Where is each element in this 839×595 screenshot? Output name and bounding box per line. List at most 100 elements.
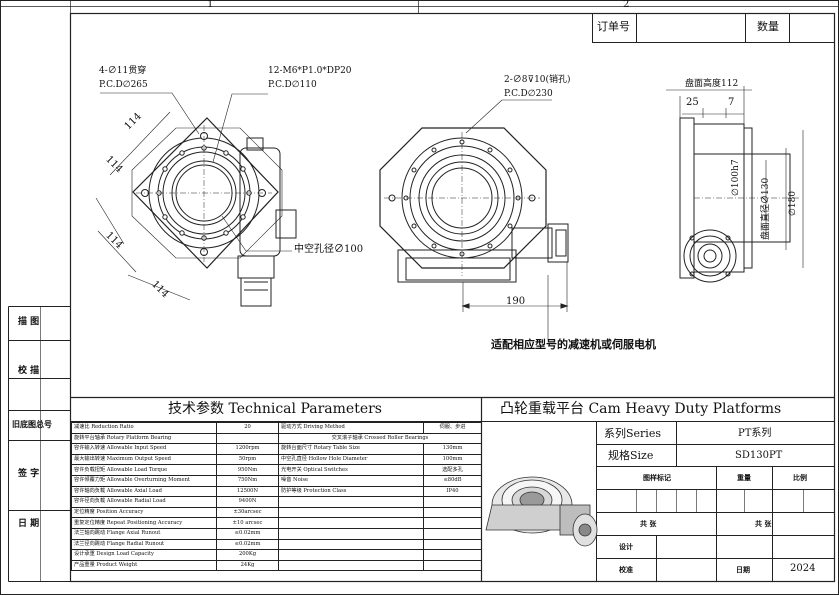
spec-cell: 容许径向负载 Allowable Radial Load [71,496,217,508]
spec-cell: 200Kg [216,549,279,561]
weight-label: 重量 [737,473,751,482]
year: 2024 [790,563,816,574]
spec-cell [423,527,482,540]
total-sheets-a: 共 张 [640,519,657,528]
series-label: 系列Series [604,427,661,440]
thread-callout-line1: 12-M6*P1.0*DP20 [268,66,352,76]
spec-cell: IP40 [423,485,482,498]
left-check: 校 描 [18,366,40,376]
left-sign: 签 字 [18,469,40,479]
spec-cell [278,527,424,540]
total-sheets-b: 共 张 [755,519,772,528]
dim-25: 25 [686,97,699,108]
spec-row: 定位精度 Position Accuracy±30arcsec [71,506,482,519]
spec-cell: 噪音 Noise [278,474,424,487]
left-old-number: 旧底图总号 [12,419,52,429]
spec-cell [278,559,424,572]
front-view-drawing [379,99,569,340]
quantity-label: 数量 [757,20,779,33]
spec-cell [278,538,424,551]
side-view-drawing [666,86,804,283]
spec-cell: 伺服、步进 [423,422,482,434]
size-value: SD130PT [735,450,783,461]
series-value: PT系列 [738,428,772,439]
pin-callout-line1: 2-∅8⊽10(销孔) [504,75,571,85]
spec-cell: 设计承重 Design Load Capacity [71,549,217,561]
spec-cell: 950Nm [216,464,279,476]
spec-cell: 光电开关 Optical Switches [278,464,424,476]
left-date: 日 期 [18,519,40,529]
left-draw: 描 图 [18,317,40,327]
adapter-note: 适配相应型号的减速机或伺服电机 [491,338,656,351]
date-label: 日期 [736,565,750,574]
spec-cell [278,506,424,519]
spec-cell: ±10 arcsec [216,517,279,529]
product-render [485,476,598,547]
spec-cell: 9400N [216,496,279,508]
spec-cell: 法兰轴向跳动 Flange Axial Runout [71,527,217,540]
spec-cell [423,538,482,551]
spec-cell: ≤0.02mm [216,538,279,551]
spec-cell: 1200rpm [216,443,279,455]
spec-cell [216,432,279,445]
spec-cell: 减速比 Reduction Ratio [71,422,217,434]
spec-cell: 旋转台面尺寸 Rotary Table Size [278,443,424,455]
dim-190: 190 [506,296,526,307]
drawing-frame [69,12,836,583]
spec-cell: 选配多孔 [423,464,482,476]
top-view-drawing [95,92,297,307]
spec-cell: 交叉滚子轴承 Crossed Roller Bearings [278,432,482,445]
spec-cell: 100mm [423,453,482,466]
spec-cell: 24Kg [216,559,279,572]
spec-cell [423,559,482,572]
spec-cell: ±30arcsec [216,506,279,519]
design-label: 设计 [619,542,633,551]
spec-cell: ≤0.02mm [216,527,279,540]
pin-callout-line2: P.C.D∅230 [504,89,553,99]
check-label: 校准 [619,565,633,574]
spec-cell: 中空孔直径 Hollow Hole Diameter [278,453,424,466]
spec-cell: 定位精度 Position Accuracy [71,506,217,519]
table-height-dim: 盘面高度112 [685,79,739,89]
dim-7: 7 [728,97,735,108]
spec-cell [278,496,424,508]
spec-cell: 12500N [216,485,279,498]
spec-title: 技术参数 Technical Parameters [168,401,382,417]
spec-cell: 容许负载扭矩 Allowable Load Torque [71,464,217,476]
spec-cell: ≤80dB [423,474,482,487]
frame-col-2: 2 [623,0,630,10]
hollow-diameter-callout: 中空孔径∅100 [294,244,364,255]
order-table [592,13,835,43]
spec-cell: 产品重量 Product Weight [71,559,217,572]
ratio-label: 比例 [793,473,807,482]
spec-row: 法兰轴向跳动 Flange Axial Runout≤0.02mm [71,527,482,540]
holes-callout-line1: 4-∅11贯穿 [99,66,147,76]
spec-cell: 容许轴向负载 Allowable Axial Load [71,485,217,498]
dim-100h7: ∅100h7 [731,159,741,196]
dim-180: ∅180 [788,190,798,216]
product-title: 凸轮重载平台 Cam Heavy Duty Platforms [500,401,782,417]
spec-cell: 重复定位精度 Repeat Positioning Accuracy [71,517,217,529]
spec-cell: 20 [216,422,279,434]
spec-cell: 750Nm [216,474,279,487]
spec-row: 重复定位精度 Repeat Positioning Accuracy±10 ar… [71,517,482,529]
spec-cell [278,549,424,561]
spec-cell: 容许输入转速 Allowable Input Speed [71,443,217,455]
stage-label: 图样标记 [643,473,671,482]
spec-cell: 防护等级 Protection Class [278,485,424,498]
spec-cell: 法兰径向跳动 Flange Radial Runout [71,538,217,551]
spec-cell: 130mm [423,443,482,455]
dim-130: 盘面直径∅130 [761,177,771,240]
spec-cell [423,549,482,561]
spec-cell: 最大输出转速 Maximum Output Speed [71,453,217,466]
